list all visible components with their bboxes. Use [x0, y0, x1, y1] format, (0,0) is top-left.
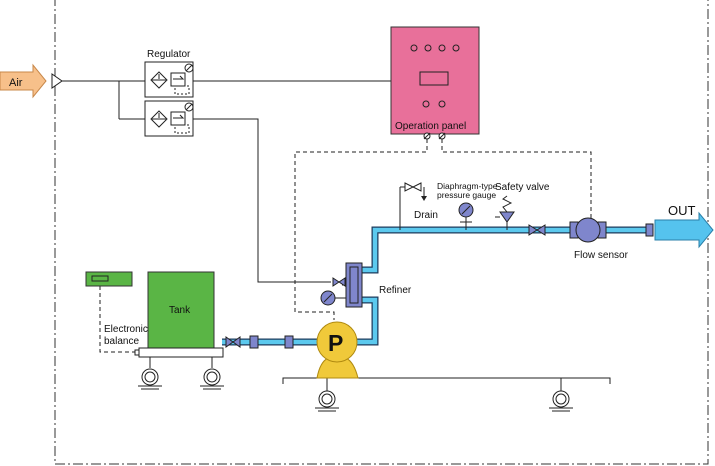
pump-frame [282, 377, 611, 384]
ground-foot-frame-left [315, 390, 339, 412]
air-lines [62, 80, 391, 283]
tank-outlet-valve [225, 336, 241, 348]
balance-label-line2: balance [104, 336, 139, 347]
diaphragm-label-line2: pressure gauge [437, 190, 496, 200]
panel-lamp [438, 44, 446, 52]
electronic-balance [134, 347, 224, 368]
flow-sensor: Flow sensor [569, 217, 629, 261]
safety-valve-label: Safety valve [495, 182, 550, 193]
outlet-fitting [645, 223, 654, 237]
pipeline [222, 226, 650, 346]
out-arrow [654, 211, 714, 249]
tank: Tank [147, 271, 215, 349]
air-connector [51, 73, 63, 89]
pump: P [316, 321, 359, 379]
panel-display [419, 71, 449, 86]
panel-lamp [424, 44, 432, 52]
regulator-2 [144, 100, 194, 137]
signal-lines [99, 139, 592, 353]
ground-foot-frame-right [549, 390, 573, 412]
drain-label: Drain [414, 210, 438, 221]
safety-valve: Safety valve [495, 182, 550, 230]
tank-label: Tank [169, 305, 191, 316]
refiner: Refiner [332, 262, 412, 308]
panel-button [438, 100, 446, 108]
operation-panel-label: Operation panel [395, 121, 466, 132]
regulator-1 [144, 61, 194, 98]
pump-label: P [328, 330, 343, 356]
air-inlet-arrow: Air [0, 63, 47, 99]
diaphragm-pressure-gauge: Diaphragm-type pressure gauge [437, 181, 498, 230]
diaphragm-label-line1: Diaphragm-type [437, 181, 498, 191]
balance-label-line1: Electronic [104, 324, 148, 335]
pipe-fitting [284, 335, 294, 349]
panel-lamp [452, 44, 460, 52]
ground-foot-tank-right [200, 368, 224, 390]
out-label: OUT [668, 203, 696, 218]
shutoff-valve [528, 224, 546, 236]
air-label: Air [9, 77, 23, 89]
operation-panel: Operation panel [390, 26, 480, 135]
refiner-label: Refiner [379, 285, 412, 296]
panel-button [422, 100, 430, 108]
pipe-fitting [249, 335, 259, 349]
ground-foot-tank-left [138, 368, 162, 390]
balance-display-unit [85, 271, 133, 287]
flow-sensor-label: Flow sensor [574, 250, 629, 261]
refiner-pressure-gauge [320, 290, 346, 306]
regulator-label: Regulator [147, 49, 191, 60]
panel-lamp [410, 44, 418, 52]
drain-branch: Drain [399, 182, 438, 230]
